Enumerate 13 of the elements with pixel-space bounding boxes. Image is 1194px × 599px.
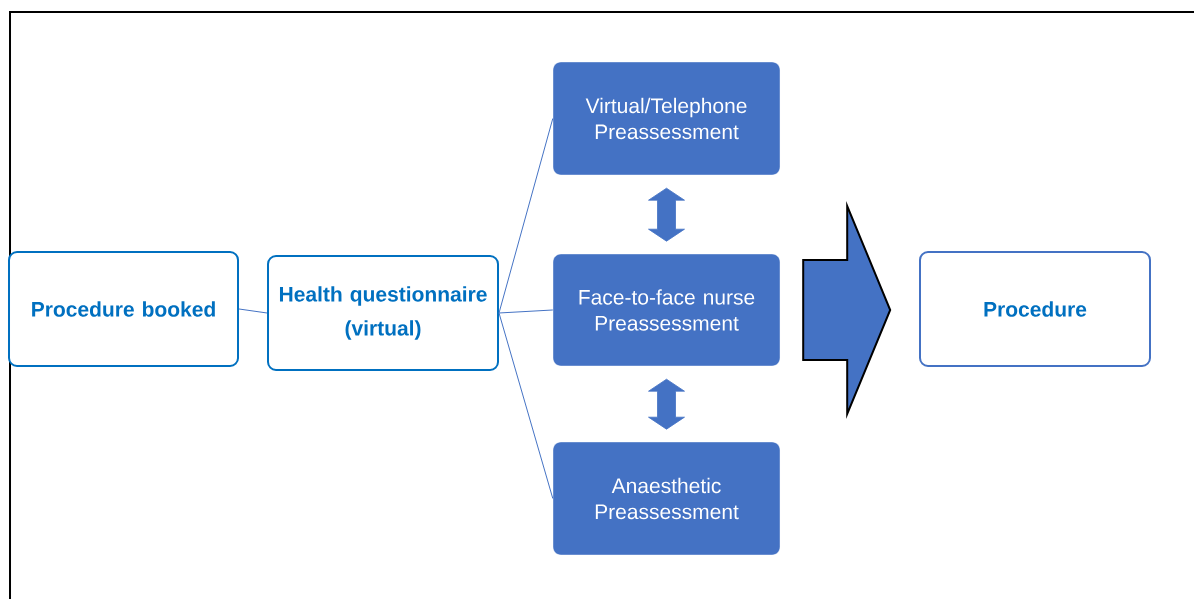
connector-line [498,309,554,314]
process-box: Face-to-face nurse Preassessment [552,253,781,367]
double-arrow [648,378,685,430]
process-box: Anaesthetic Preassessment [552,441,781,556]
connector-line [498,312,554,499]
connector-line [498,118,554,314]
step-box: Procedure [919,251,1151,367]
step-box: Procedure booked [8,251,239,367]
double-arrow [648,187,685,242]
connector-line [238,308,268,314]
process-box: Virtual/Telephone Preassessment [552,61,781,176]
block-arrow [802,200,892,420]
step-box: Health questionnaire (virtual) [267,255,499,371]
